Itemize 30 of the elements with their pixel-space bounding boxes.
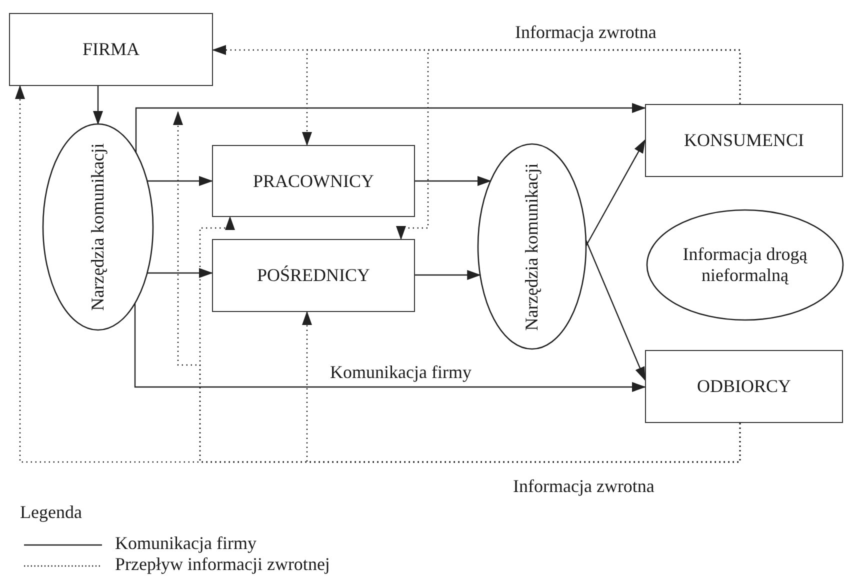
arrow bbox=[585, 139, 646, 246]
process-box bbox=[9, 13, 213, 86]
node-label: POŚREDNICY bbox=[256, 265, 370, 286]
node-label: KONSUMENCI bbox=[684, 130, 804, 151]
legend-heading: Legenda bbox=[20, 502, 82, 523]
node-label: ODBIORCY bbox=[696, 376, 791, 397]
process-box bbox=[212, 145, 415, 217]
feedback-arrow bbox=[396, 49, 741, 240]
edge-label: Informacja zwrotna bbox=[513, 476, 654, 497]
edge-label: Informacja zwrotna bbox=[515, 22, 656, 43]
process-box bbox=[645, 104, 843, 177]
node-label: PRACOWNICY bbox=[252, 170, 374, 192]
edge-label: Komunikacja firmy bbox=[330, 362, 472, 383]
node-label: Narzędzia komunikacji bbox=[88, 142, 108, 312]
arrow bbox=[415, 176, 492, 186]
arrow bbox=[147, 176, 213, 186]
process-box bbox=[645, 350, 843, 423]
node-label: FIRMA bbox=[82, 39, 140, 60]
process-box bbox=[212, 239, 415, 312]
arrow bbox=[93, 86, 103, 125]
legend-text: Przepływ informacji zwrotnej bbox=[115, 554, 330, 575]
arrow bbox=[585, 240, 646, 381]
node-label: Informacja drogą nieformalną bbox=[682, 244, 808, 286]
legend-text: Komunikacja firmy bbox=[115, 533, 256, 554]
arrow bbox=[134, 303, 646, 392]
arrow bbox=[147, 268, 213, 278]
arrow bbox=[415, 270, 482, 280]
feedback-arrow bbox=[173, 111, 741, 463]
arrow bbox=[135, 103, 646, 153]
node-label: Narzędzia komunikacji bbox=[522, 162, 542, 332]
